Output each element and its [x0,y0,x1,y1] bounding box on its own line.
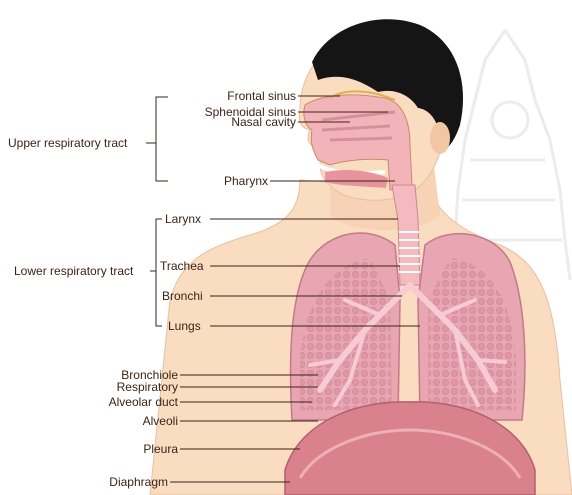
diaphragm-label: Diaphragm [96,475,168,489]
pleura-label: Pleura [110,442,178,456]
larynx-label: Larynx [165,212,201,226]
lower-respiratory-tract-label: Lower respiratory tract [14,264,133,278]
ear [430,122,450,154]
pharynx-label: Pharynx [198,174,268,188]
bronchi-label: Bronchi [162,289,203,303]
lungs-label: Lungs [168,319,201,333]
trachea-label: Trachea [160,259,204,273]
upper-respiratory-tract-label: Upper respiratory tract [8,136,127,150]
nasal-cavity-label: Nasal cavity [186,115,296,129]
frontal-sinus-label: Frontal sinus [186,89,296,103]
upper-tract-bracket [146,97,168,181]
respiratory-label: Respiratory [90,380,178,394]
alveolar-duct-label: Alveolar duct [80,395,178,409]
alveoli-label: Alveoli [110,414,178,428]
